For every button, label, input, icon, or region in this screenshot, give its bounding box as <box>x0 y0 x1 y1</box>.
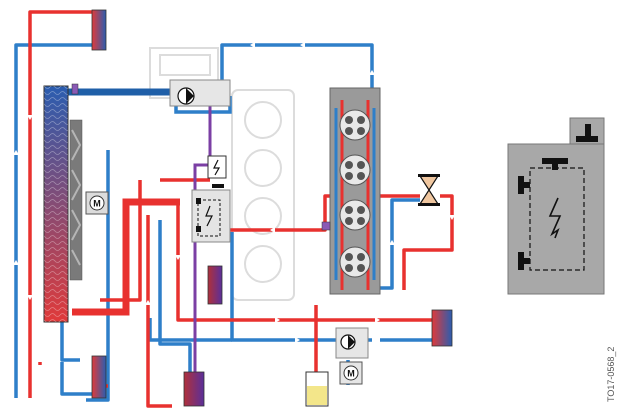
detail-lightning-icon <box>548 197 562 239</box>
auxiliary-pump: M <box>335 327 369 385</box>
coolant-pump <box>169 79 231 107</box>
bypass-hot-line <box>72 198 180 316</box>
hot-coolant-lines <box>28 10 454 408</box>
auxiliary-radiators <box>91 9 453 407</box>
thermostat-detail <box>507 117 605 295</box>
thermostat-lightning-icon <box>213 159 221 176</box>
aux-radiator-bottom <box>91 355 107 399</box>
aux-radiator-right <box>431 309 453 347</box>
main-radiator <box>43 85 69 323</box>
heater-core <box>183 371 205 407</box>
heater-feed-line <box>193 96 212 372</box>
expansion-fitting <box>71 83 79 95</box>
engine-block <box>321 87 381 295</box>
figure-code: TO17-0568_2 <box>606 346 616 402</box>
shutoff-valve <box>418 174 440 206</box>
thermostat-housing <box>191 155 231 243</box>
transmission-cooler <box>207 265 223 305</box>
coolant-reservoir <box>305 371 329 407</box>
aux-radiator-top <box>91 9 107 51</box>
radiator-fan: M <box>69 119 109 281</box>
flow-arrows <box>13 42 455 343</box>
pump-motor-label: M <box>347 369 355 379</box>
fan-motor-label: M <box>93 199 101 209</box>
thermostat-heater-icon <box>205 205 213 227</box>
